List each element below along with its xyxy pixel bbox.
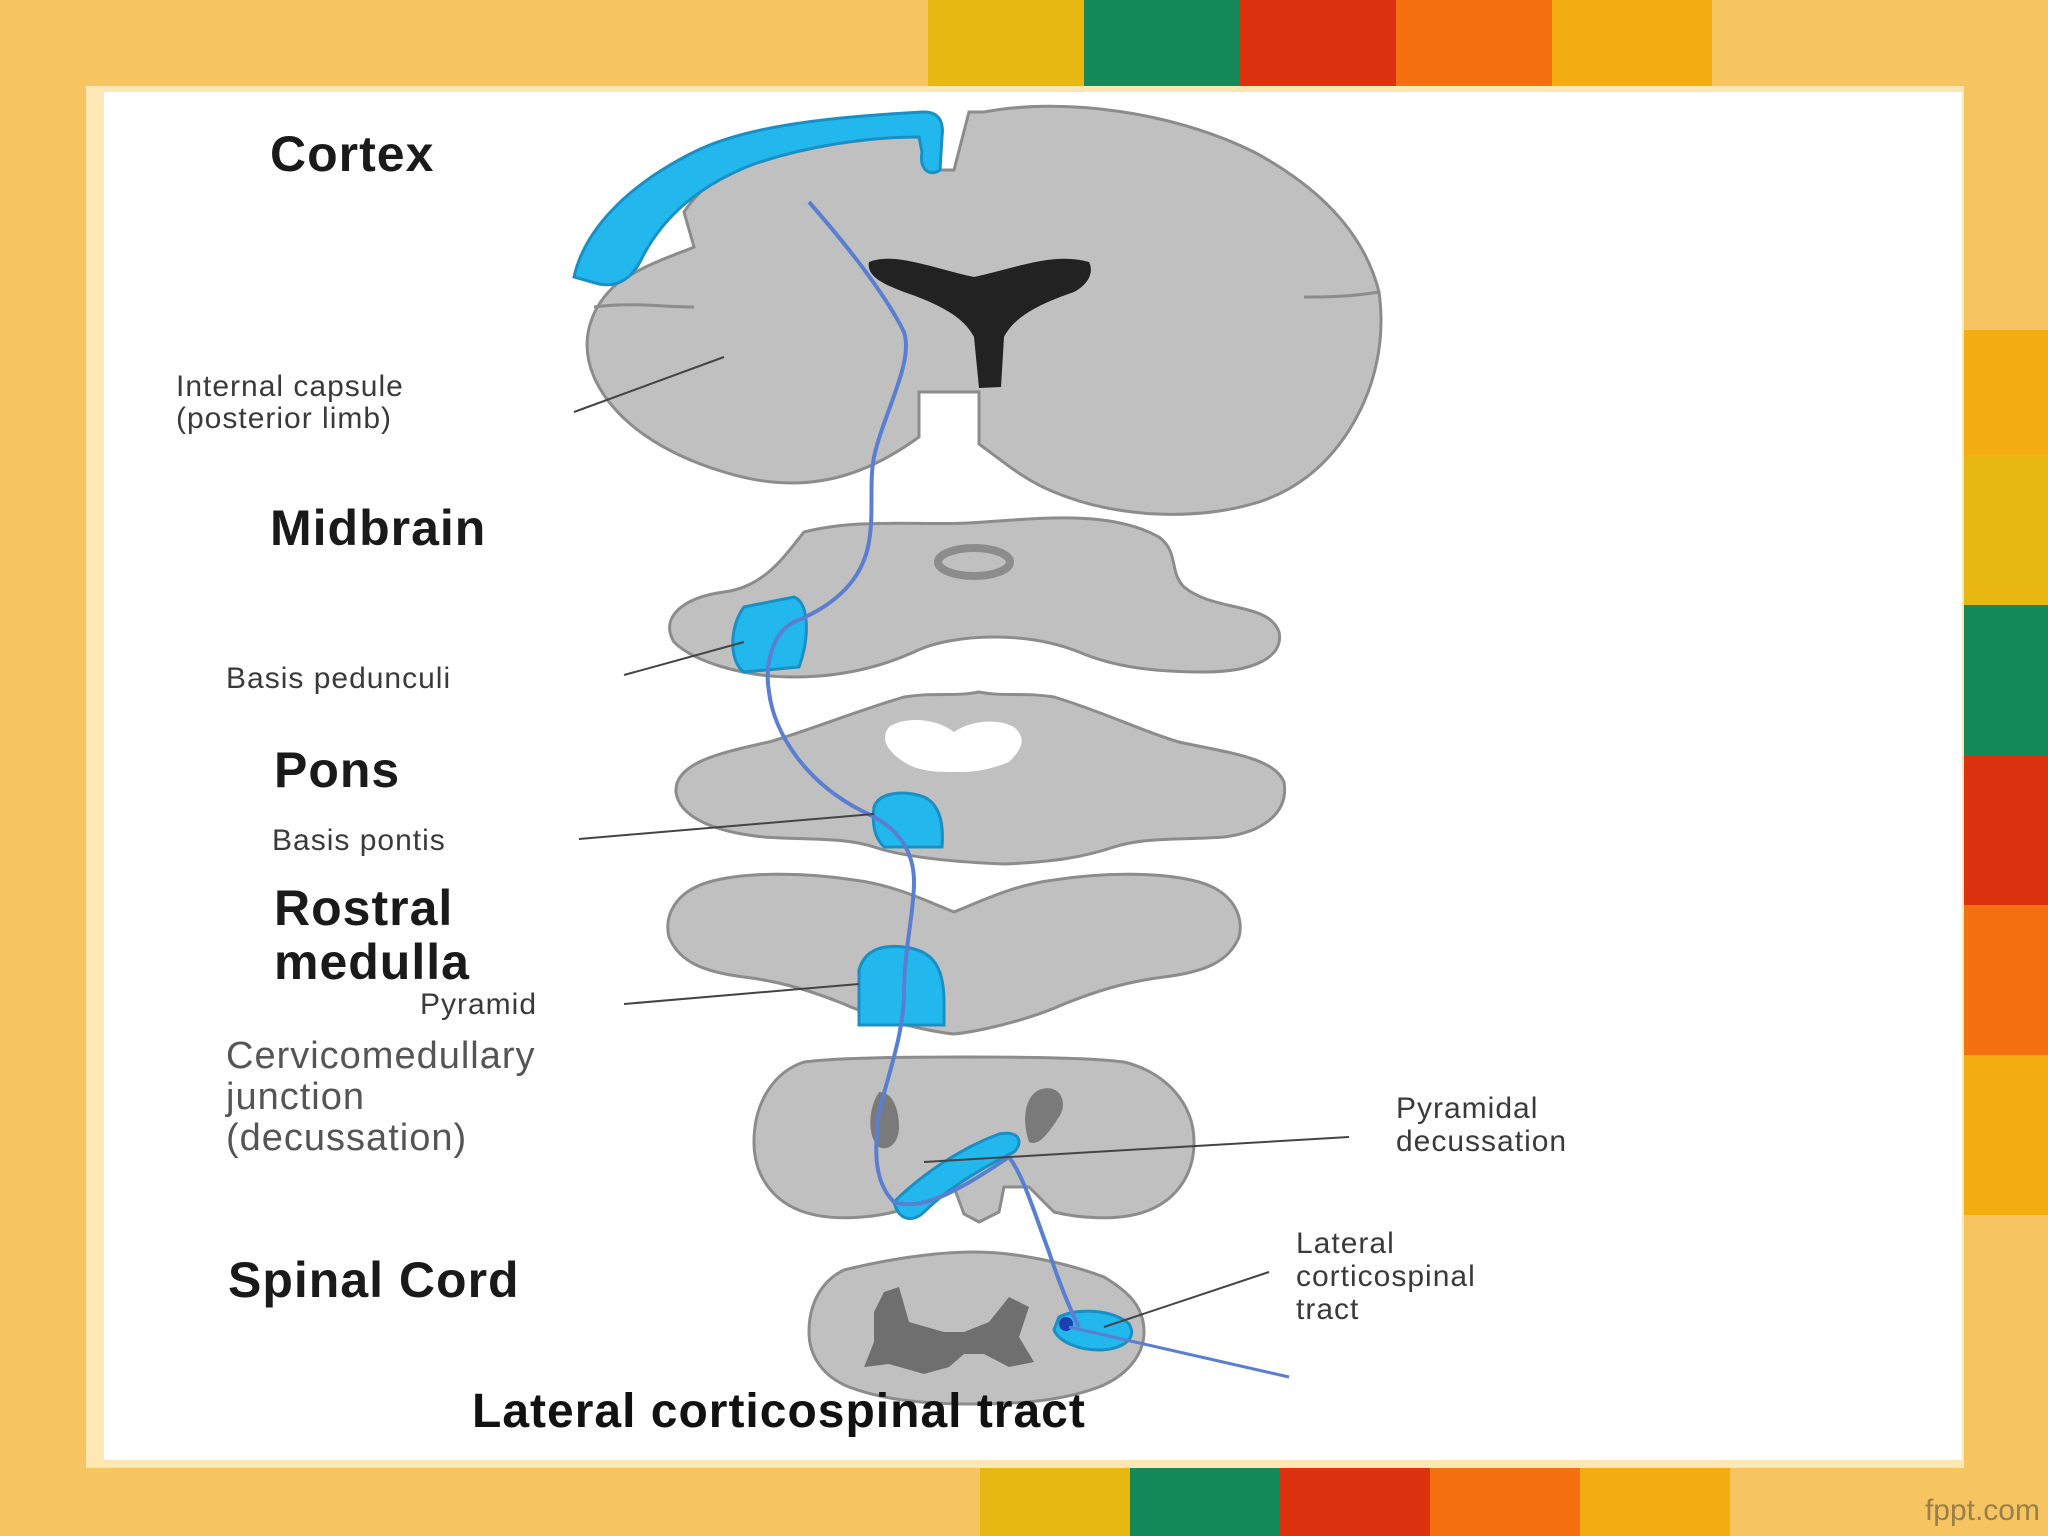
fourth-ventricle — [884, 720, 1022, 772]
label-cervicomedullary-junction: Cervicomedullary — [226, 1035, 536, 1077]
decorative-stripe — [1430, 1468, 1580, 1536]
leader-line — [623, 641, 745, 676]
label-lateral-corticospinal-tract-line2: corticospinal — [1296, 1260, 1476, 1293]
region-label-rostral-medulla: Rostral — [274, 880, 454, 936]
leader-line — [1103, 1271, 1270, 1328]
diagram-title: Lateral corticospinal tract — [472, 1385, 1086, 1438]
region-label-spinal-cord: Spinal Cord — [228, 1252, 520, 1308]
decorative-stripe — [1084, 0, 1240, 86]
lateral-sulcus — [593, 303, 695, 309]
cortex-tract — [572, 110, 944, 287]
lateral-ventricle — [868, 258, 1091, 388]
label-internal-capsule-line2: (posterior limb) — [176, 402, 393, 435]
decussation-tract — [892, 1131, 1021, 1221]
decorative-stripe — [1964, 1055, 2048, 1215]
label-internal-capsule: Internal capsule — [176, 370, 404, 403]
pons-section — [674, 690, 1287, 866]
footer-watermark: fppt.com — [1924, 1494, 2040, 1527]
leader-line — [573, 356, 725, 413]
decorative-stripe — [1964, 330, 2048, 455]
label-pyramidal-decussation-line2: decussation — [1396, 1125, 1568, 1158]
diagram-svg — [572, 104, 1383, 1406]
label-lateral-corticospinal-tract: Lateral — [1296, 1227, 1395, 1260]
lateral-sulcus — [1303, 290, 1380, 299]
region-label-midbrain: Midbrain — [270, 500, 487, 556]
pyramid-tract — [857, 944, 946, 1027]
leader-line — [1068, 1325, 1290, 1379]
decorative-stripe — [1580, 1468, 1730, 1536]
label-basis-pedunculi: Basis pedunculi — [226, 662, 452, 695]
decorative-stripe — [1964, 755, 2048, 905]
midbrain-section — [668, 516, 1282, 679]
label-lateral-corticospinal-tract-line3: tract — [1296, 1293, 1360, 1326]
decorative-stripe — [1280, 1468, 1430, 1536]
decorative-stripe — [1964, 905, 2048, 1055]
label-pyramid: Pyramid — [420, 988, 538, 1021]
leader-line — [578, 813, 875, 840]
decorative-stripe — [980, 1468, 1130, 1536]
lateral-cst-tract — [1052, 1309, 1133, 1352]
basis-pedunculi-tract — [731, 595, 808, 674]
spinal-gray-matter — [864, 1287, 1034, 1374]
decorative-stripe — [1964, 455, 2048, 605]
decorative-stripe — [928, 0, 1084, 86]
leader-line — [623, 983, 860, 1005]
corticospinal-pathway — [765, 200, 1081, 1328]
label-basis-pontis: Basis pontis — [272, 824, 446, 857]
decorative-stripe — [1240, 0, 1396, 86]
decorative-stripe — [1552, 0, 1712, 86]
label-cervicomedullary-junction-line2: junction — [226, 1076, 365, 1118]
cerebral-aqueduct — [934, 544, 1014, 580]
label-cervicomedullary-junction-line3: (decussation) — [226, 1117, 468, 1159]
label-pyramidal-decussation: Pyramidal — [1396, 1092, 1539, 1125]
decorative-stripe — [1396, 0, 1552, 86]
region-label-rostral-medulla-line2: medulla — [274, 934, 470, 990]
corticospinal-tract-figure: Cortex Internal capsule (posterior limb)… — [104, 92, 1962, 1460]
decorative-stripe — [1130, 1468, 1280, 1536]
gray-matter-horn — [1025, 1088, 1063, 1143]
decorative-stripe — [1964, 605, 2048, 755]
cervicomedullary-section — [752, 1055, 1196, 1224]
region-label-cortex: Cortex — [270, 126, 435, 182]
rostral-medulla-section — [666, 872, 1242, 1036]
leader-line — [923, 1136, 1350, 1163]
region-label-pons: Pons — [274, 742, 401, 798]
basis-pontis-tract — [871, 791, 944, 849]
